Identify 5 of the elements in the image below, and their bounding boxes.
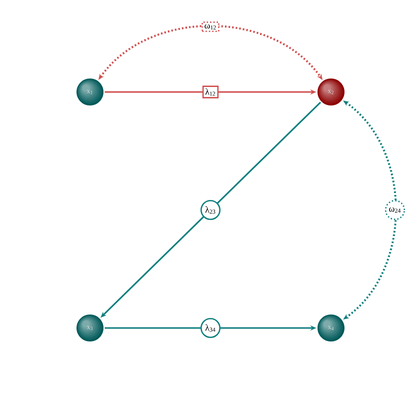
edge-label: λ$_{34}$: [200, 318, 221, 338]
edge-label: λ$_{12}$: [202, 86, 219, 98]
edge-label: ω$_{24}$: [384, 200, 406, 220]
edge-label: λ$_{23}$: [200, 200, 221, 220]
edge-label: ω$_{12}$: [202, 22, 220, 32]
